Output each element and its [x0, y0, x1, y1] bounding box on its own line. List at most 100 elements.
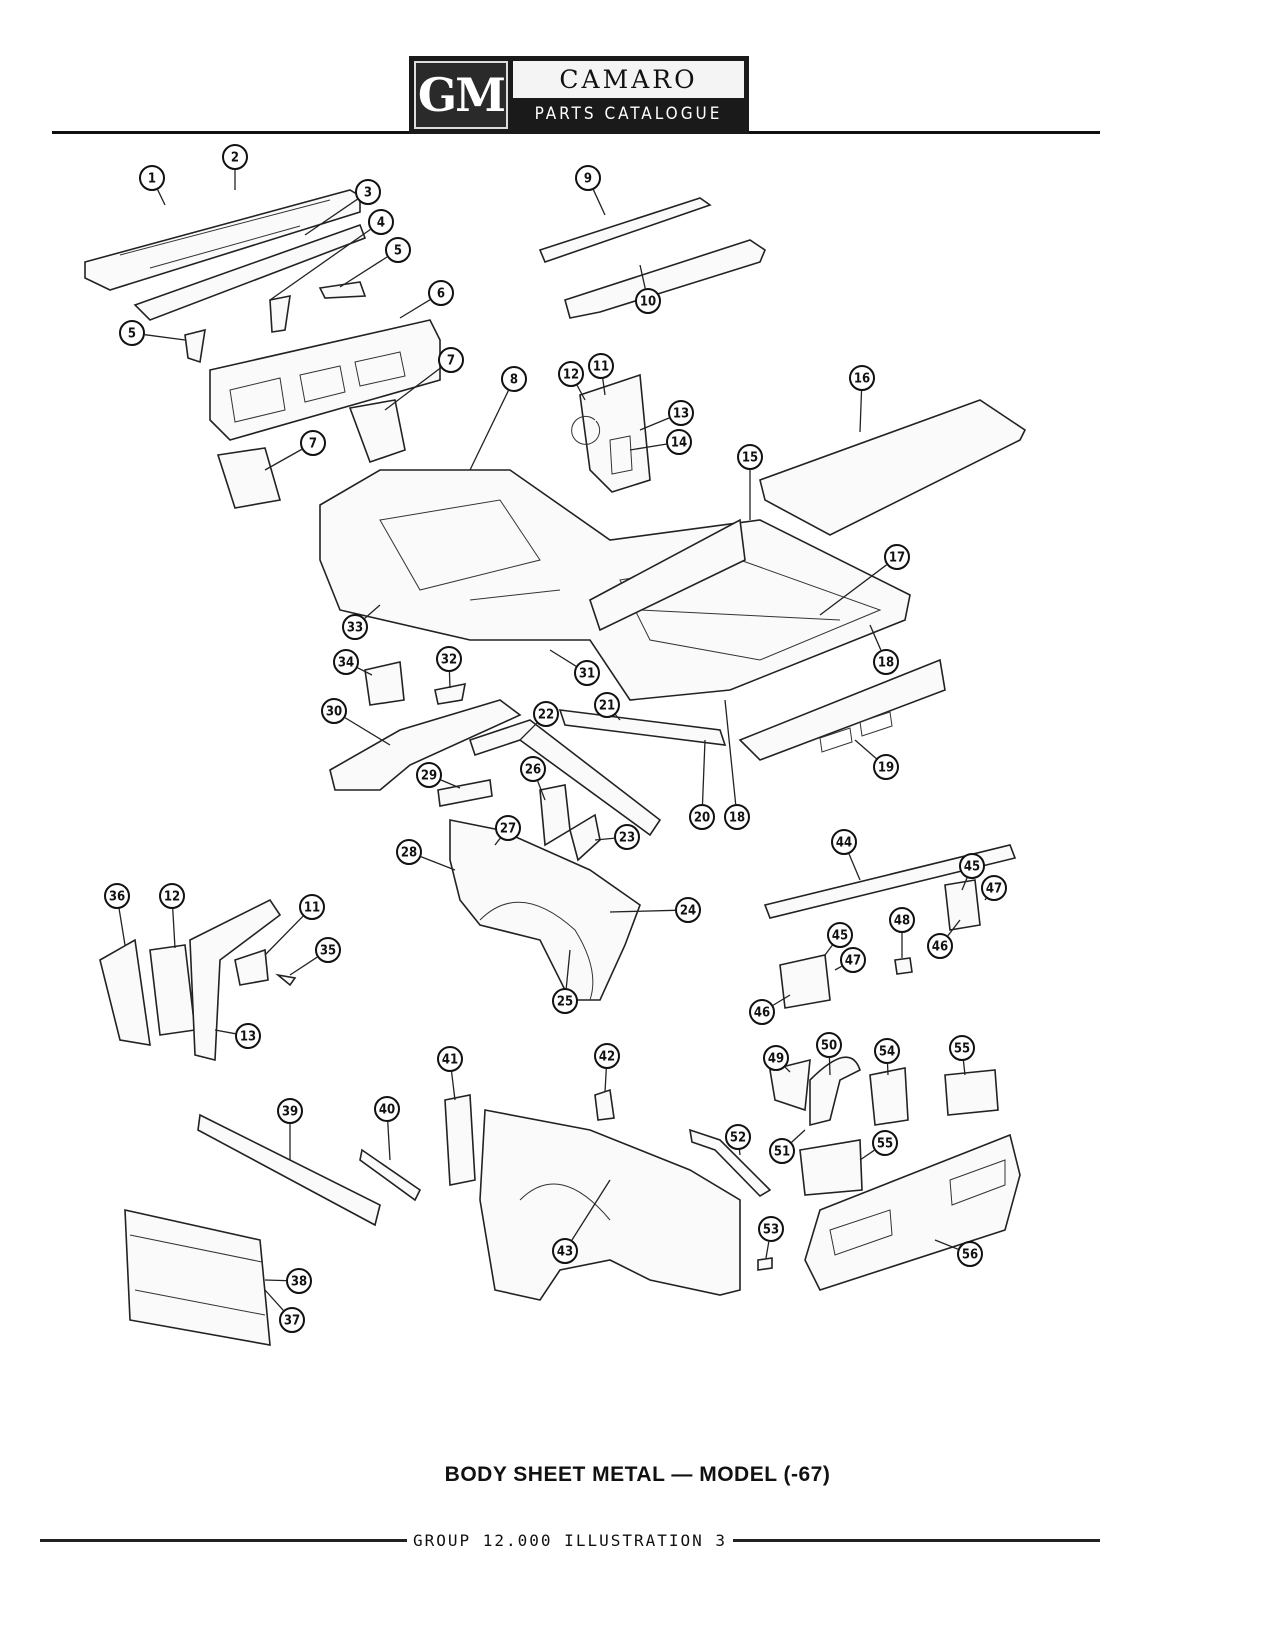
figure-caption: BODY SHEET METAL — MODEL (-67) [444, 1463, 831, 1486]
callout-marker: 46 [927, 933, 953, 959]
callout-circle [342, 614, 368, 640]
part-rear-seat-panel [589, 518, 746, 632]
callout-number: 53 [763, 1223, 779, 1238]
callout-circle [104, 883, 130, 909]
part-brace-7a [348, 399, 406, 464]
leader-line [469, 390, 509, 471]
leader-line [639, 417, 670, 431]
callout-marker: 27 [495, 815, 521, 841]
leader-line [264, 1289, 284, 1311]
callout-circle [981, 875, 1007, 901]
leader-line [592, 189, 606, 216]
callout-circle [874, 1038, 900, 1064]
callout-circle [501, 366, 527, 392]
leader-line [828, 1057, 831, 1076]
leader-line [765, 1241, 770, 1259]
exploded-parts-diagram: 1234556778910111213141516171818192021222… [84, 144, 1027, 1346]
part-bracket-29 [437, 779, 493, 807]
callout-marker: 47 [840, 947, 866, 973]
callout-marker: 37 [279, 1307, 305, 1333]
part-cross-member-44 [763, 844, 1017, 919]
callout-circle [873, 649, 899, 675]
callout-marker: 10 [635, 288, 661, 314]
callout-number: 55 [954, 1042, 970, 1057]
callout-number: 50 [821, 1039, 837, 1054]
callout-circle [827, 922, 853, 948]
part-bracket-42 [594, 1088, 615, 1121]
callout-circle [119, 320, 145, 346]
callout-circle [575, 165, 601, 191]
leader-line [724, 699, 737, 805]
callout-circle [758, 1216, 784, 1242]
gm-logo: GM [414, 61, 508, 129]
callout-circle [438, 347, 464, 373]
callout-number: 22 [538, 708, 554, 723]
callout-number: 21 [599, 699, 615, 714]
leader-line [594, 837, 615, 841]
part-pillar-13b [189, 898, 282, 1062]
callout-number: 44 [836, 836, 852, 851]
callout-marker: 23 [614, 824, 640, 850]
callout-number: 17 [889, 551, 905, 566]
part-rear-pillar [579, 373, 651, 493]
part-cowl-upper [84, 189, 361, 291]
callout-circle [635, 288, 661, 314]
part-rail-21 [558, 709, 727, 746]
part-bracket-48 [894, 957, 913, 975]
callout-circle [574, 660, 600, 686]
callout-marker: 13 [668, 400, 694, 426]
callout-circle [315, 937, 341, 963]
leader-line [834, 965, 842, 971]
callout-number: 34 [338, 656, 354, 671]
callout-marker: 12 [558, 361, 584, 387]
callout-circle [436, 646, 462, 672]
callout-marker: 2 [222, 144, 248, 170]
callout-circle [957, 1241, 983, 1267]
footer: GROUP 12.000 ILLUSTRATION 3 [40, 1531, 1100, 1550]
part-bracket-5a [184, 328, 206, 364]
callout-circle [558, 361, 584, 387]
callout-marker: 9 [575, 165, 601, 191]
part-sill-40 [359, 1148, 422, 1202]
leader-line [819, 564, 888, 616]
callout-number: 33 [347, 621, 363, 636]
callout-number: 3 [364, 186, 372, 201]
callout-circle [831, 829, 857, 855]
callout-marker: 12 [159, 883, 185, 909]
callout-marker: 19 [873, 754, 899, 780]
callout-circle [437, 1046, 463, 1072]
callout-marker: 17 [884, 544, 910, 570]
callout-marker: 54 [874, 1038, 900, 1064]
callout-number: 45 [832, 929, 848, 944]
part-floor-pan [319, 469, 911, 701]
callout-circle [300, 430, 326, 456]
callout-number: 11 [304, 901, 320, 916]
leader-line [399, 299, 431, 319]
callout-number: 47 [845, 954, 861, 969]
callout-marker: 50 [816, 1032, 842, 1058]
callout-marker: 14 [666, 429, 692, 455]
leader-line [947, 919, 961, 937]
callout-marker: 45 [959, 853, 985, 879]
callout-number: 8 [510, 373, 518, 388]
callout-number: 5 [394, 244, 402, 259]
part-panel-30 [329, 699, 522, 791]
part-bracket-23 [569, 813, 601, 862]
leader-line [440, 779, 461, 789]
leader-line [289, 956, 318, 976]
callout-number: 54 [879, 1045, 895, 1060]
callout-circle [588, 353, 614, 379]
leader-line [984, 898, 987, 901]
callout-number: 41 [442, 1053, 458, 1068]
callout-circle [724, 804, 750, 830]
callout-circle [594, 1043, 620, 1069]
callout-number: 11 [593, 360, 609, 375]
part-filler-neck-50 [809, 1056, 861, 1127]
part-bracket-35 [275, 973, 297, 987]
callout-marker: 5 [119, 320, 145, 346]
leader-line [859, 390, 863, 433]
callout-marker: 39 [277, 1098, 303, 1124]
callout-marker: 15 [737, 444, 763, 470]
part-panel-55b [799, 1139, 863, 1196]
part-bracket-4 [269, 294, 291, 333]
